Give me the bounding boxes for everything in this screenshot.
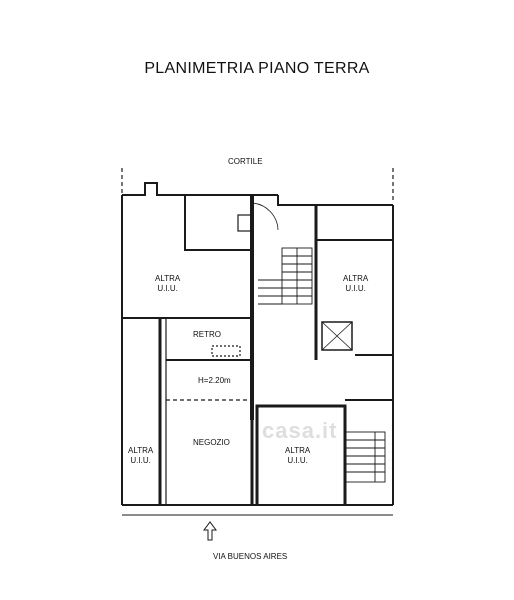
label-unit-top-left: ALTRA U.I.U. [155, 274, 180, 294]
label-unit-top-left-line1: ALTRA [155, 274, 181, 283]
right-staircase [344, 431, 386, 483]
label-unit-top-right: ALTRA U.I.U. [343, 274, 368, 294]
vestibule-step [237, 214, 253, 232]
label-unit-top-right-line2: U.I.U. [345, 284, 366, 293]
vestibule [184, 195, 252, 251]
label-unit-top-right-line1: ALTRA [343, 274, 369, 283]
central-staircase [258, 247, 313, 305]
label-retro: RETRO [193, 330, 221, 339]
label-height: H=2.20m [198, 376, 231, 385]
wall-top-left [122, 182, 185, 196]
elevator-shaft [321, 321, 353, 351]
watermark: casa.it [262, 418, 338, 443]
retro-fixture [211, 345, 241, 357]
label-unit-bottom-center-line1: ALTRA [285, 446, 311, 455]
label-courtyard: CORTILE [228, 157, 263, 166]
plan-title: PLANIMETRIA PIANO TERRA [144, 60, 370, 77]
entrance-arrow [203, 521, 217, 541]
label-unit-bottom-center: ALTRA U.I.U. [285, 446, 310, 466]
label-unit-bottom-left-line1: ALTRA [128, 446, 154, 455]
label-unit-bottom-left: ALTRA U.I.U. [128, 446, 153, 466]
label-unit-top-left-line2: U.I.U. [157, 284, 178, 293]
door-swing [251, 202, 279, 231]
label-street: VIA BUENOS AIRES [213, 552, 288, 561]
label-unit-bottom-center-line2: U.I.U. [287, 456, 308, 465]
label-shop: NEGOZIO [193, 438, 230, 447]
label-unit-bottom-left-line2: U.I.U. [130, 456, 151, 465]
wall-top-right [277, 195, 393, 206]
